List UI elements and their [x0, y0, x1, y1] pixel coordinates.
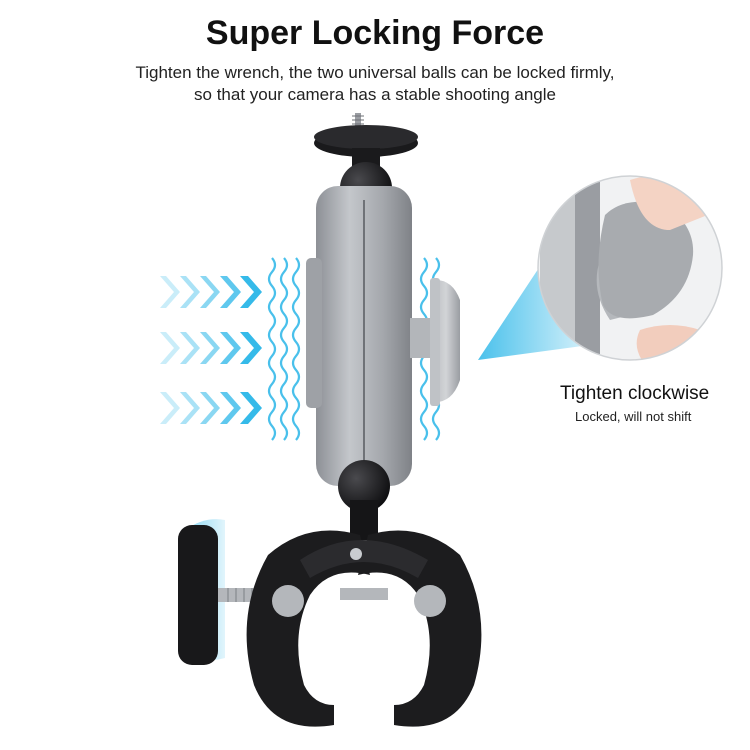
zoom-detail — [537, 175, 723, 361]
articulating-arm — [306, 186, 432, 486]
arrow-chevrons-icon — [160, 276, 262, 424]
subtitle-line-1: Tighten the wrench, the two universal ba… — [135, 63, 615, 82]
super-clamp — [178, 519, 482, 727]
page-subtitle: Tighten the wrench, the two universal ba… — [0, 62, 750, 106]
vibration-waves-icon — [267, 257, 301, 441]
bottom-ball-joint — [338, 460, 390, 512]
subtitle-line-2: so that your camera has a stable shootin… — [194, 85, 556, 104]
callout-sublabel: Locked, will not shift — [575, 409, 692, 424]
arm-lock-knob — [430, 278, 460, 406]
top-mount-plate — [314, 113, 418, 170]
callout-label: Tighten clockwise — [560, 383, 710, 404]
page-title: Super Locking Force — [205, 14, 545, 52]
